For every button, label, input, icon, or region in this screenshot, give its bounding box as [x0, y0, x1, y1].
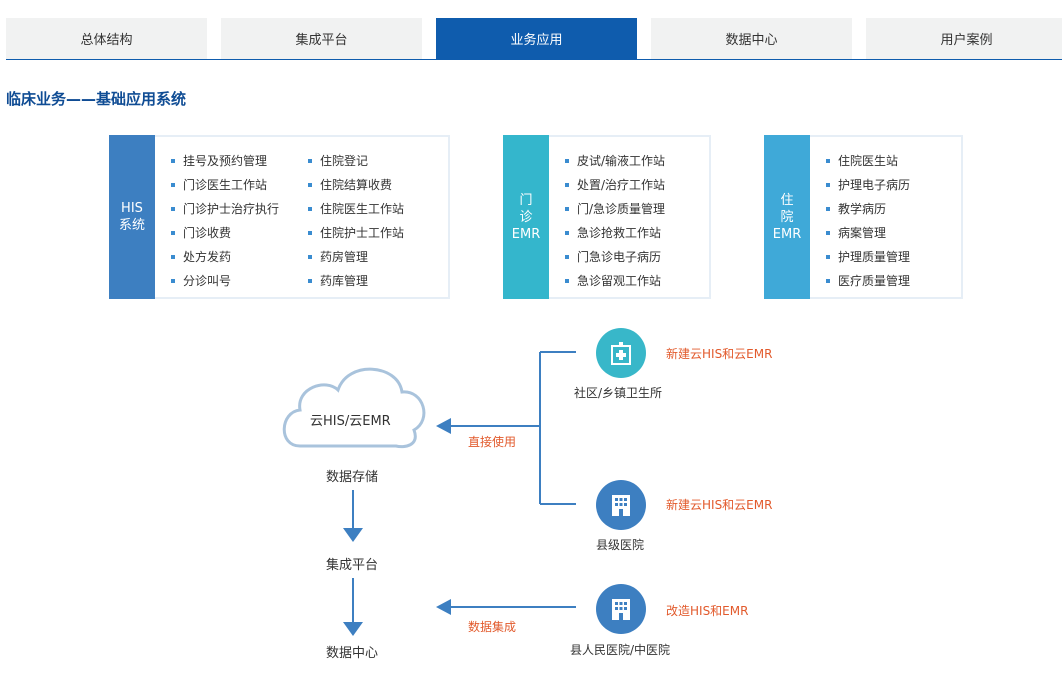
list-item: 住院护士工作站	[308, 221, 404, 245]
list-item: 住院结算收费	[308, 173, 404, 197]
list-item: 急诊抢救工作站	[565, 221, 665, 245]
hospital-building-icon	[596, 584, 646, 634]
inpatient-emr-module: 住 院 EMR 住院医生站 护理电子病历 教学病历 病案管理 护理质量管理 医疗…	[764, 135, 963, 299]
list-item: 处置/治疗工作站	[565, 173, 665, 197]
clinic-icon	[596, 328, 646, 378]
inpatient-emr-side: 住 院 EMR	[764, 135, 810, 299]
tab-data-center[interactable]: 数据中心	[651, 18, 852, 59]
platform-label: 集成平台	[326, 558, 379, 573]
arrow-left-icon	[436, 599, 451, 615]
inpatient-side-line-1: 住	[780, 192, 794, 208]
inpatient-side-line-3: EMR	[772, 226, 802, 242]
cloud-label: 云HIS/云EMR	[310, 414, 391, 429]
list-item: 分诊叫号	[171, 269, 279, 293]
inpatient-side-line-2: 院	[780, 209, 794, 225]
list-item: 护理电子病历	[826, 173, 910, 197]
list-item: 急诊留观工作站	[565, 269, 665, 293]
list-item: 皮试/输液工作站	[565, 149, 665, 173]
outpatient-side-line-1: 门	[519, 192, 533, 208]
storage-label: 数据存储	[326, 470, 379, 485]
tab-bar: 总体结构 集成平台 业务应用 数据中心 用户案例	[6, 18, 1062, 60]
inpatient-emr-list: 住院医生站 护理电子病历 教学病历 病案管理 护理质量管理 医疗质量管理	[826, 149, 910, 293]
his-side-line-2: 系统	[118, 218, 145, 233]
his-side-line-1: HIS	[121, 201, 143, 216]
outpatient-side-line-3: EMR	[511, 226, 541, 242]
list-item: 门诊护士治疗执行	[171, 197, 279, 221]
hospital-building-icon	[596, 480, 646, 530]
site-note: 新建云HIS和云EMR	[666, 347, 773, 361]
outpatient-side-line-2: 诊	[519, 209, 533, 225]
tab-business-application[interactable]: 业务应用	[436, 18, 637, 59]
his-list-col2: 住院登记 住院结算收费 住院医生工作站 住院护士工作站 药房管理 药库管理	[308, 149, 404, 293]
section-title: 临床业务——基础应用系统	[6, 90, 187, 108]
his-module: HIS 系统 挂号及预约管理 门诊医生工作站 门诊护士治疗执行 门诊收费 处方发…	[109, 135, 450, 299]
list-item: 挂号及预约管理	[171, 149, 279, 173]
list-item: 门/急诊质量管理	[565, 197, 665, 221]
data-center-label: 数据中心	[326, 646, 379, 661]
outpatient-emr-list: 皮试/输液工作站 处置/治疗工作站 门/急诊质量管理 急诊抢救工作站 门急诊电子…	[565, 149, 665, 293]
list-item: 住院医生工作站	[308, 197, 404, 221]
list-item: 药库管理	[308, 269, 404, 293]
cloud-icon	[282, 367, 426, 449]
site-note: 新建云HIS和云EMR	[666, 498, 773, 512]
arrow-left-icon	[436, 418, 451, 434]
tab-integration-platform[interactable]: 集成平台	[221, 18, 422, 59]
list-item: 门急诊电子病历	[565, 245, 665, 269]
site-name: 县级医院	[596, 538, 645, 552]
tab-underline	[6, 59, 1062, 60]
list-item: 住院登记	[308, 149, 404, 173]
list-item: 护理质量管理	[826, 245, 910, 269]
site-name: 社区/乡镇卫生所	[574, 386, 663, 400]
site-name: 县人民医院/中医院	[570, 643, 671, 657]
list-item: 病案管理	[826, 221, 910, 245]
outpatient-emr-module: 门 诊 EMR 皮试/输液工作站 处置/治疗工作站 门/急诊质量管理 急诊抢救工…	[503, 135, 711, 299]
outpatient-emr-side: 门 诊 EMR	[503, 135, 549, 299]
list-item: 教学病历	[826, 197, 910, 221]
his-module-side: HIS 系统	[109, 135, 155, 299]
list-item: 门诊医生工作站	[171, 173, 279, 197]
list-item: 住院医生站	[826, 149, 910, 173]
his-list-col1: 挂号及预约管理 门诊医生工作站 门诊护士治疗执行 门诊收费 处方发药 分诊叫号	[171, 149, 279, 293]
arrow-down-icon	[343, 528, 363, 542]
site-note: 改造HIS和EMR	[666, 604, 749, 618]
list-item: 药房管理	[308, 245, 404, 269]
tab-user-cases[interactable]: 用户案例	[866, 18, 1062, 59]
data-integration-label: 数据集成	[468, 620, 517, 634]
list-item: 门诊收费	[171, 221, 279, 245]
list-item: 处方发药	[171, 245, 279, 269]
list-item: 医疗质量管理	[826, 269, 910, 293]
arrow-down-icon	[343, 622, 363, 636]
direct-use-label: 直接使用	[468, 435, 517, 449]
tab-overall-structure[interactable]: 总体结构	[6, 18, 207, 59]
